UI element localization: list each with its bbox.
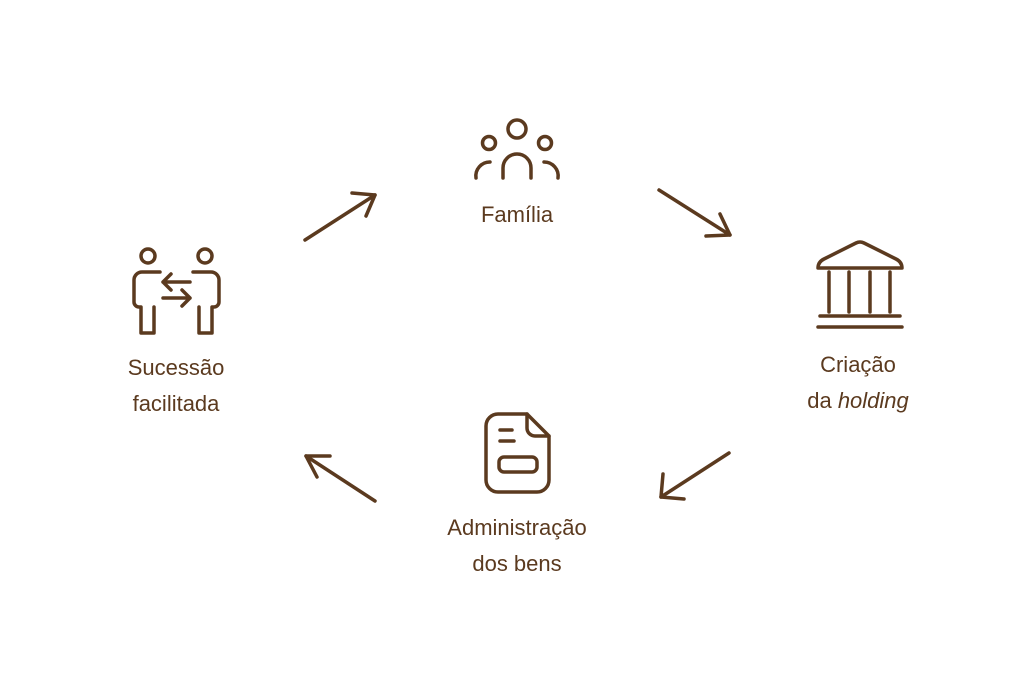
arrow-to-familia bbox=[303, 191, 377, 242]
family-icon bbox=[474, 118, 560, 180]
building-icon bbox=[816, 240, 904, 329]
node-familia-label: Família bbox=[480, 202, 554, 227]
handover-icon bbox=[132, 247, 221, 335]
arrow-to-holding bbox=[657, 188, 732, 238]
document-icon bbox=[484, 412, 551, 494]
arrow-to-administracao bbox=[659, 451, 731, 501]
arrow-to-sucessao bbox=[304, 454, 377, 503]
